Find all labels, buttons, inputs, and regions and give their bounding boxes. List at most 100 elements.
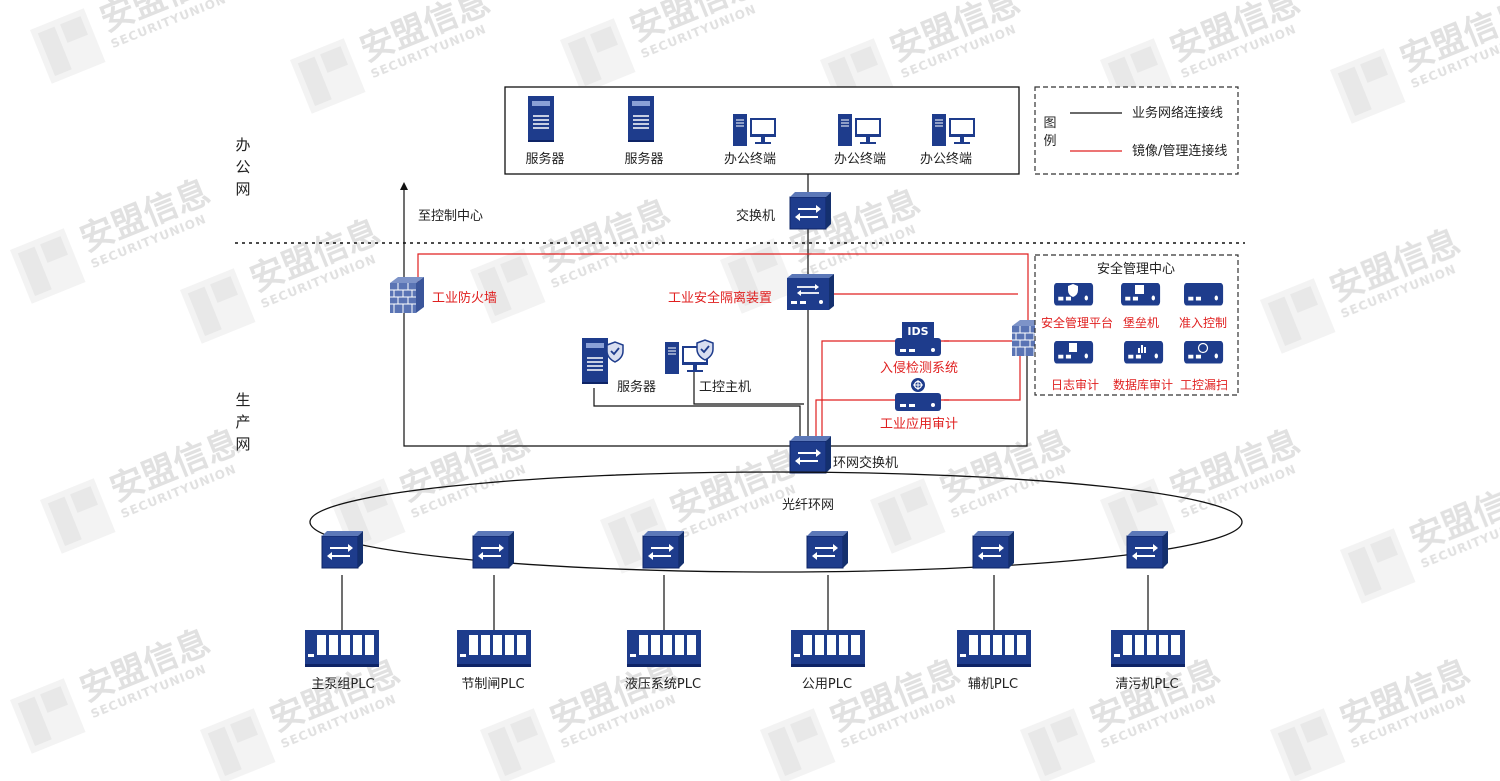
security-item-label: 准入控制	[1179, 316, 1227, 330]
ring-node-switch-icon	[1126, 530, 1169, 569]
plc-icon	[791, 630, 865, 667]
industrial-firewall-label: 工业防火墙	[432, 290, 497, 306]
plc-hydraulic: 液压系统PLC	[625, 630, 701, 692]
plc-label: 清污机PLC	[1115, 677, 1178, 692]
office-switch-label: 交换机	[736, 208, 775, 224]
office-device-label: 服务器	[525, 151, 564, 167]
audit-label: 工业应用审计	[880, 416, 958, 432]
office-terminal-2: 办公终端	[834, 113, 886, 167]
bastion-icon	[1135, 285, 1144, 294]
plc-main-pump: 主泵组PLC	[305, 630, 379, 692]
log-icon	[1069, 343, 1077, 352]
ring-node-switch-icon	[972, 530, 1015, 569]
office-device-label: 办公终端	[920, 151, 972, 167]
security-item-label: 工控漏扫	[1180, 378, 1228, 392]
ids-appliance-icon	[895, 338, 941, 356]
production-zone-label: 生 产 网	[235, 391, 250, 453]
fiber-ring	[309, 471, 1243, 573]
industrial-firewall-icon	[389, 276, 425, 314]
legend-item-label: 镜像/管理连接线	[1132, 143, 1227, 159]
watermark-logo-icon	[39, 421, 253, 554]
office-device-label: 办公终端	[834, 151, 886, 167]
office-server-2: 服务器	[624, 95, 664, 167]
ring-node-switch-icon	[806, 530, 849, 569]
security-item-db-audit: 数据库审计	[1113, 341, 1173, 392]
plc-icon	[1111, 630, 1185, 667]
plc-label: 辅机PLC	[968, 677, 1018, 692]
security-item-label: 堡垒机	[1123, 315, 1159, 330]
watermark-logo-icon	[1329, 0, 1500, 124]
legend: 图 例 业务网络连接线 镜像/管理连接线	[1034, 86, 1239, 175]
ring-node-switch-icon	[321, 530, 364, 569]
svg-text:网: 网	[235, 180, 250, 198]
security-item-label: 数据库审计	[1113, 377, 1173, 392]
office-device-label: 服务器	[624, 151, 663, 167]
server-tower-icon	[527, 95, 555, 143]
legend-title: 例	[1043, 134, 1056, 149]
ids-device: IDS	[895, 322, 941, 356]
security-item-access-control: 准入控制	[1179, 283, 1227, 330]
industrial-audit-device	[895, 378, 941, 411]
workstation-label: 工控主机	[699, 380, 751, 395]
audit-appliance-icon	[895, 393, 941, 411]
watermark-logo-icon	[289, 0, 503, 114]
office-device-label: 办公终端	[724, 151, 776, 167]
plc-trash-rack: 清污机PLC	[1111, 630, 1185, 692]
office-switch-icon	[789, 191, 832, 230]
plc-icon	[957, 630, 1031, 667]
plc-label: 液压系统PLC	[625, 677, 701, 692]
watermark-logo-icon	[29, 0, 243, 84]
isolation-device	[787, 274, 834, 310]
plc-gate: 节制闸PLC	[457, 630, 531, 692]
watermark-logo-icon	[9, 621, 223, 754]
bar-chart-icon	[1138, 345, 1146, 353]
watermark-logo-icon	[1259, 221, 1473, 354]
plc-label: 节制闸PLC	[461, 677, 524, 692]
watermark-logo-icon	[469, 191, 683, 324]
shield-icon	[1068, 284, 1078, 297]
ids-label: 入侵检测系统	[880, 360, 958, 376]
security-item-log-audit: 日志审计	[1051, 341, 1099, 392]
to-control-center-label: 至控制中心	[418, 209, 483, 224]
office-terminal-1: 办公终端	[724, 113, 777, 167]
scan-icon	[1197, 342, 1209, 354]
plc-utility: 公用PLC	[791, 630, 865, 692]
shield-icon	[606, 341, 624, 363]
security-item-vuln-scan: 工控漏扫	[1180, 341, 1228, 392]
office-server-1: 服务器	[525, 95, 565, 167]
appliance-icon	[1124, 341, 1164, 364]
svg-text:生: 生	[235, 391, 250, 409]
watermark-logo-icon	[179, 211, 393, 344]
plc-icon	[627, 630, 701, 667]
up-arrow-icon	[400, 182, 408, 190]
industrial-workstation	[664, 339, 714, 375]
ring-switch-icon	[789, 435, 832, 474]
ring-node-switch-icon	[472, 530, 515, 569]
appliance-icon	[1184, 283, 1224, 306]
watermark-logo-icon	[1019, 651, 1233, 781]
svg-text:公: 公	[235, 158, 250, 176]
legend-item-label: 业务网络连接线	[1132, 105, 1223, 121]
office-zone-label: 办 公 网	[235, 136, 250, 198]
plc-auxiliary: 辅机PLC	[957, 630, 1031, 692]
ring-node-switch-icon	[642, 530, 685, 569]
legend-title: 图	[1043, 116, 1056, 131]
watermark-logo-icon	[1269, 651, 1483, 781]
plc-label: 主泵组PLC	[311, 677, 374, 692]
production-server-label: 服务器	[617, 379, 656, 395]
watermark-logo-icon	[759, 651, 973, 781]
security-item-label: 安全管理平台	[1041, 315, 1113, 330]
watermark-logo-icon	[9, 171, 223, 304]
security-center-box: 安全管理中心 安全管理平台 堡垒机 准入控制 日志审计 数据库审计	[1034, 254, 1239, 396]
plc-label: 公用PLC	[802, 677, 852, 692]
security-center-title: 安全管理中心	[1097, 261, 1175, 277]
watermark-logo-icon	[479, 651, 693, 781]
server-tower-icon	[627, 95, 655, 143]
watermark-logo-icon	[199, 651, 413, 781]
business-lines	[341, 174, 1149, 630]
office-terminal-3: 办公终端	[920, 113, 976, 167]
ring-switch-label: 环网交换机	[833, 455, 898, 471]
watermark-logo-icon	[559, 0, 773, 94]
isolation-device-label: 工业安全隔离装置	[668, 290, 772, 306]
